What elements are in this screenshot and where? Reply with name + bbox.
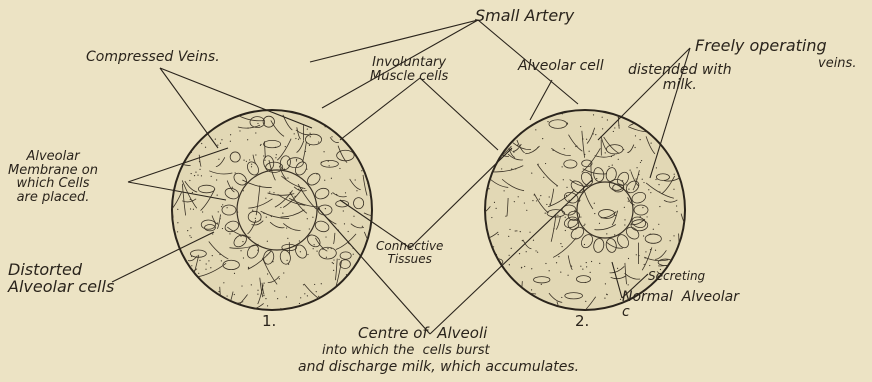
label-compressed-veins: Compressed Veins. — [86, 50, 220, 65]
label-freely-operating: Freely operating — [695, 38, 827, 55]
label-small-artery: Small Artery — [475, 8, 574, 25]
label-centre-of-alveoli: Centre of Alveoli — [358, 326, 487, 342]
label-alveolar-membrane: Alveolar Membrane on which Cells are pla… — [8, 150, 98, 205]
figure-number-2: 2. — [575, 314, 589, 330]
label-discharge-milk: and discharge milk, which accumulates. — [298, 360, 579, 375]
label-distorted-alveolar-cells: Distorted Alveolar cells — [8, 262, 114, 296]
label-normal-alveolar: Normal Alveolar c — [622, 290, 739, 319]
figure-number-1: 1. — [262, 314, 276, 330]
label-alveolar-cell: Alveolar cell — [518, 59, 604, 74]
label-connective-tissues: Connective Tissues — [376, 240, 443, 265]
circle-1-compressed-alveolus — [162, 110, 383, 334]
label-veins: veins. — [818, 57, 856, 71]
label-into-which-cells-burst: into which the cells burst — [322, 344, 490, 358]
label-distended-with-milk: distended with milk. — [628, 63, 732, 92]
label-secreting: Secreting — [648, 270, 705, 283]
label-involuntary-muscle-cells: Involuntary Muscle cells — [370, 56, 448, 83]
